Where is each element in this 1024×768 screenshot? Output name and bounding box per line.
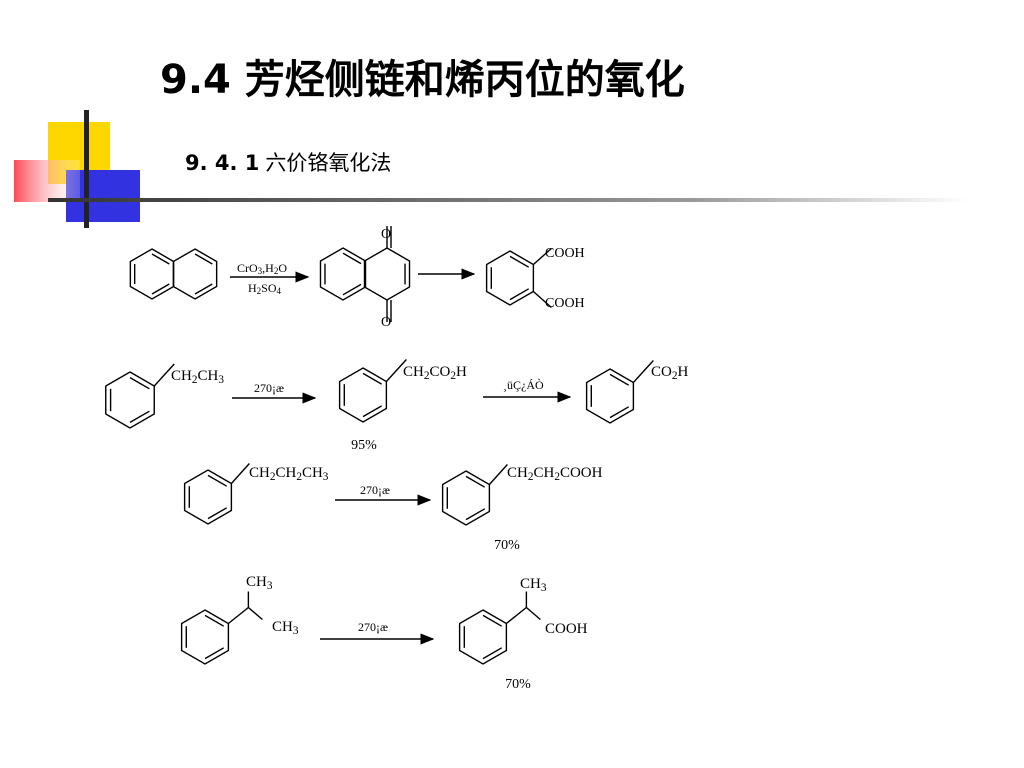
oxygen-top: O bbox=[381, 227, 391, 242]
methyl-top: CH3 bbox=[246, 574, 273, 592]
subsection-title: 六价铬氧化法 bbox=[265, 151, 392, 175]
bond-isopropyl bbox=[227, 606, 249, 625]
title-decoration bbox=[14, 110, 968, 228]
ring-double-bond bbox=[204, 647, 225, 660]
bond-alpha-carbon bbox=[505, 606, 527, 625]
ethylbenzene-ring bbox=[105, 371, 155, 429]
ring-double-bond bbox=[151, 283, 170, 295]
ch2co2h-group: CH2CO2H bbox=[403, 364, 467, 382]
ring-double-bond bbox=[204, 614, 225, 627]
subsection-number: 9. 4. 1 bbox=[185, 151, 260, 175]
conditions-oxidant: ¸üÇ¿ÁÒ bbox=[503, 378, 544, 392]
horizontal-rule bbox=[48, 198, 968, 202]
propanoic-group: CH2CH2COOH bbox=[507, 465, 603, 483]
ring-double-bond bbox=[362, 372, 383, 385]
bond-alpha-cooh bbox=[525, 606, 541, 621]
conditions-temp-3: 270¡æ bbox=[358, 620, 388, 634]
methyl-bottom: CH3 bbox=[272, 619, 299, 637]
ring-double-bond bbox=[342, 283, 362, 296]
bond-ethyl bbox=[153, 363, 175, 387]
yield-70-b: 70% bbox=[505, 677, 531, 692]
bond-cooh-top bbox=[532, 247, 552, 266]
benzoic-ring bbox=[585, 368, 635, 424]
quinone-ring bbox=[363, 247, 411, 301]
oxygen-bottom: O bbox=[381, 315, 391, 330]
yield-95: 95% bbox=[351, 438, 377, 453]
bond-propanoic bbox=[488, 464, 508, 485]
ring-double-bond bbox=[362, 405, 383, 418]
ring-double-bond bbox=[194, 253, 213, 265]
ring-double-bond bbox=[194, 283, 213, 295]
cooh-bottom: COOH bbox=[545, 296, 585, 311]
reagent-h2so4: H2SO4 bbox=[248, 281, 282, 296]
bond-propyl bbox=[230, 463, 250, 484]
ring-double-bond bbox=[609, 373, 630, 386]
vertical-bar bbox=[84, 110, 89, 228]
ring-double-bond bbox=[129, 376, 150, 390]
ring-double-bond bbox=[482, 614, 503, 627]
bond-ch3-bottom bbox=[247, 606, 263, 621]
phthalic-ring bbox=[485, 250, 535, 306]
ring-double-bond bbox=[609, 406, 630, 419]
product-methyl: CH3 bbox=[520, 576, 547, 594]
naphthalene-ring-left bbox=[129, 248, 175, 300]
ring-double-bond bbox=[509, 255, 530, 268]
ring-double-bond bbox=[207, 474, 228, 487]
conditions-temp-1: 270¡æ bbox=[254, 381, 284, 395]
ethyl-group: CH2CH3 bbox=[171, 368, 224, 386]
page-title: 9.4 芳烃侧链和烯丙位的氧化 bbox=[160, 57, 685, 103]
ring-double-bond bbox=[465, 508, 486, 521]
cooh-top: COOH bbox=[545, 246, 585, 261]
bond-cooh-bottom bbox=[532, 290, 552, 309]
phenylpropanoic-branched-ring bbox=[458, 609, 508, 665]
ring-double-bond bbox=[342, 252, 362, 265]
product-cooh: COOH bbox=[545, 621, 588, 637]
propyl-group: CH2CH2CH3 bbox=[249, 465, 329, 483]
bond-ch2co2h bbox=[385, 359, 407, 382]
red-square bbox=[14, 160, 80, 202]
ring-double-bond bbox=[207, 507, 228, 520]
cumene-ring bbox=[180, 609, 230, 665]
ring-double-bond bbox=[509, 288, 530, 301]
bond-co2h bbox=[632, 360, 654, 383]
conditions-temp-2: 270¡æ bbox=[360, 483, 390, 497]
yield-70-a: 70% bbox=[494, 538, 520, 553]
naphthalene-ring-right bbox=[172, 248, 218, 300]
propylbenzene-ring bbox=[183, 469, 233, 525]
phenylpropanoic-ring bbox=[441, 470, 491, 526]
phenylacetic-ring bbox=[338, 367, 388, 423]
reagent-cro3: CrO3,H2O bbox=[237, 261, 287, 276]
co2h-group: CO2H bbox=[651, 364, 688, 382]
ring-double-bond bbox=[151, 253, 170, 265]
ring-double-bond bbox=[482, 647, 503, 660]
quinone-benzo-ring bbox=[319, 247, 367, 301]
ring-double-bond bbox=[465, 475, 486, 488]
ring-double-bond bbox=[129, 410, 150, 424]
